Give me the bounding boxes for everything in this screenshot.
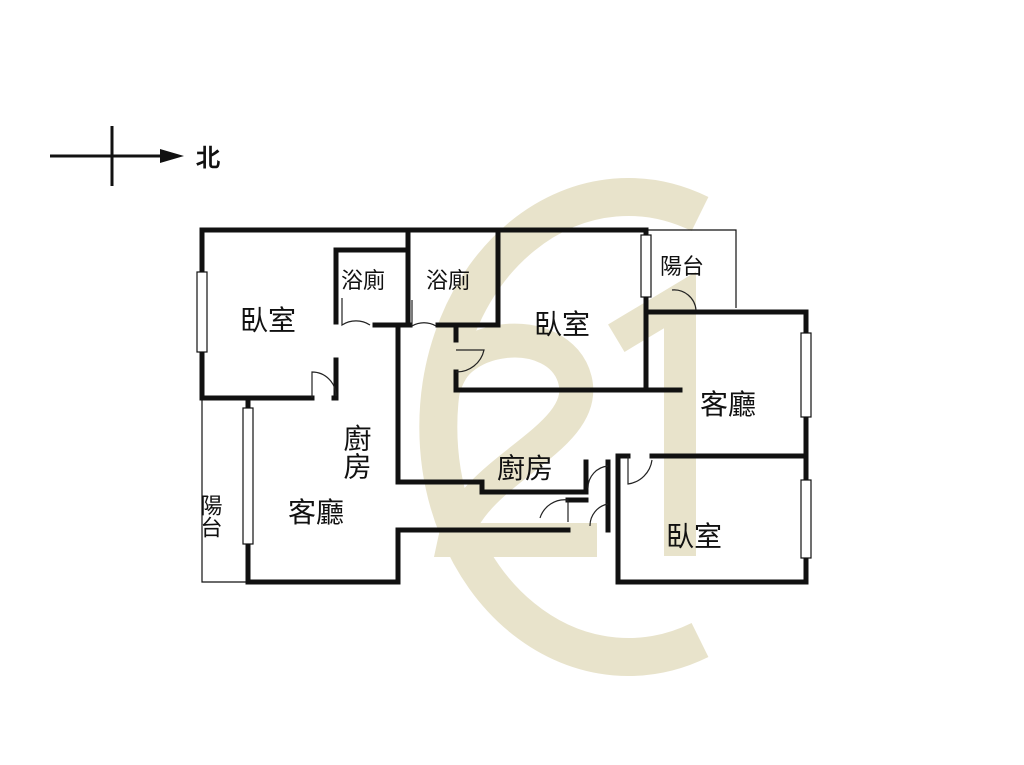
window-nw-bedroom bbox=[196, 271, 208, 353]
door-se-bedroom bbox=[627, 456, 653, 485]
door-bath-1 bbox=[341, 298, 371, 327]
compass-label: 北 bbox=[196, 143, 220, 172]
door-bath-2 bbox=[411, 300, 437, 328]
label-bedroom-se: 臥室 bbox=[666, 520, 722, 553]
label-kitchen-vertical: 廚房 bbox=[340, 424, 373, 480]
door-kitchen-3 bbox=[589, 503, 609, 527]
door-balcony-ne bbox=[671, 289, 697, 311]
window-se-bedroom bbox=[800, 479, 812, 559]
label-balcony-ne: 陽台 bbox=[660, 255, 704, 280]
windows bbox=[196, 234, 812, 559]
label-kitchen-horizontal: 廚房 bbox=[497, 452, 553, 485]
room-labels: 臥室 浴廁 浴廁 臥室 陽台 客廳 廚房 廚房 陽台 客廳 臥室 bbox=[197, 255, 757, 553]
balcony-outlines bbox=[201, 229, 737, 583]
doors bbox=[311, 289, 697, 527]
label-balcony-w: 陽台 bbox=[197, 494, 222, 538]
window-e-living bbox=[800, 332, 812, 418]
label-bedroom-n: 臥室 bbox=[534, 308, 590, 341]
label-bedroom-nw: 臥室 bbox=[240, 304, 296, 337]
compass: 北 bbox=[50, 126, 220, 186]
label-bath-2: 浴廁 bbox=[426, 269, 470, 294]
door-nw-bedroom bbox=[311, 371, 337, 398]
label-bath-1: 浴廁 bbox=[341, 269, 385, 294]
window-n-bedroom bbox=[640, 234, 652, 298]
balcony-w-outline bbox=[201, 398, 248, 583]
north-arrow-icon bbox=[160, 149, 184, 163]
balcony-ne-outline bbox=[646, 229, 737, 308]
label-living-e: 客廳 bbox=[700, 388, 756, 421]
door-kitchen-1 bbox=[587, 465, 609, 489]
window-w-living bbox=[242, 407, 254, 545]
door-kitchen-2 bbox=[539, 499, 569, 522]
label-living-w: 客廳 bbox=[288, 496, 344, 529]
door-n-bedroom bbox=[455, 349, 485, 373]
